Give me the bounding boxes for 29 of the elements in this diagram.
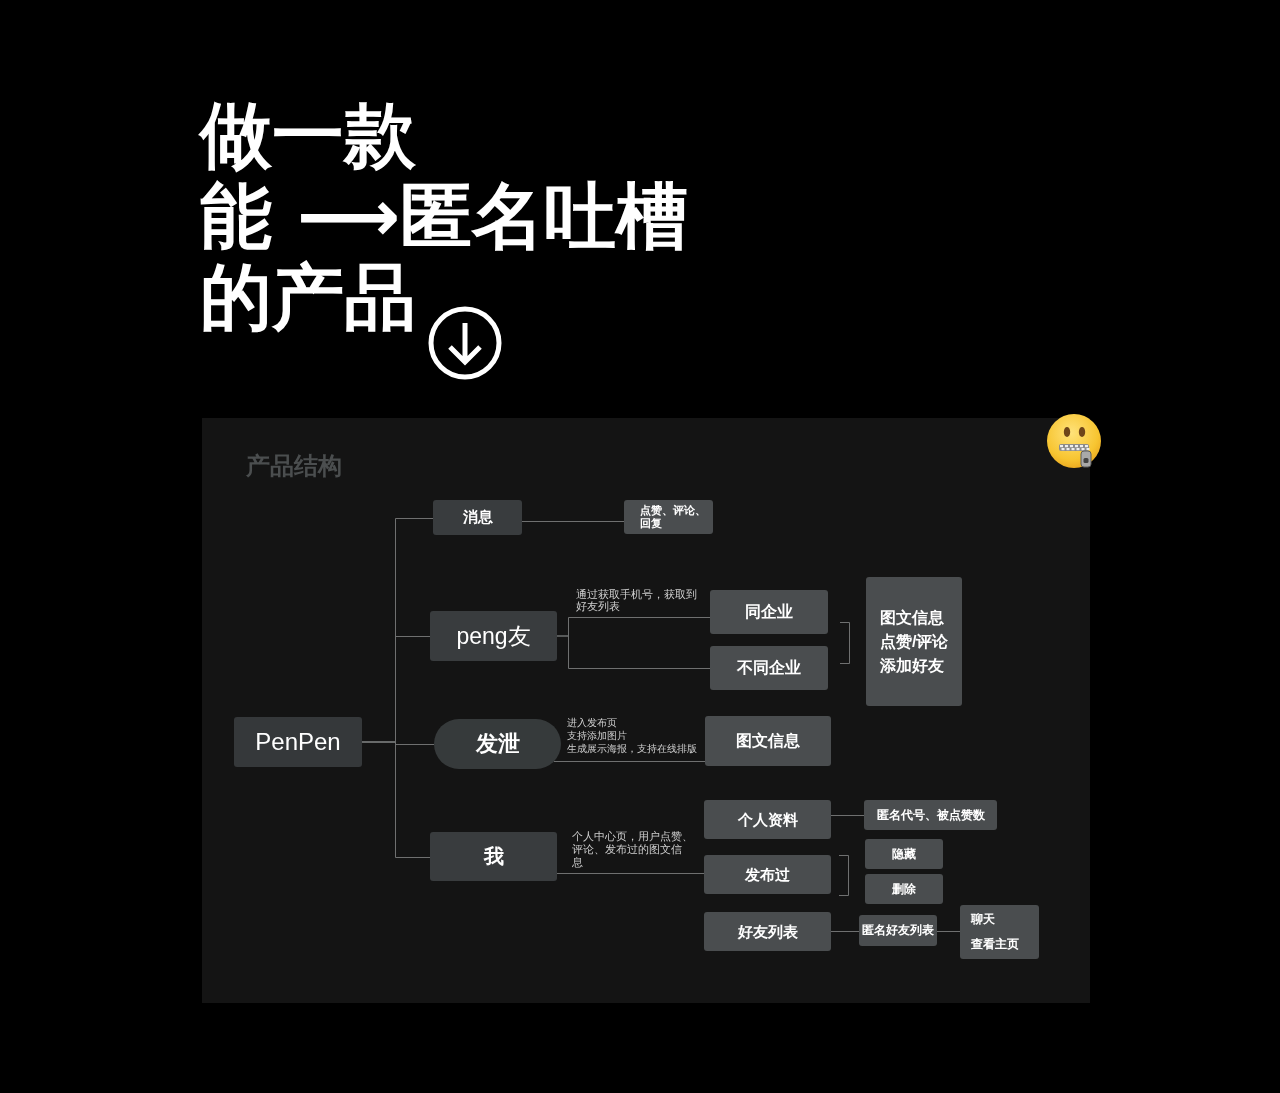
connector-line (553, 761, 706, 762)
feature-box: 隐藏 (865, 839, 943, 869)
category-box: peng友 (430, 611, 557, 661)
feature-box: 删除 (865, 874, 943, 904)
feature-box: 匿名代号、被点赞数 (864, 800, 997, 830)
connector-line (936, 931, 961, 932)
feature-box: 发布过 (704, 855, 831, 894)
pill-box: 发泄 (434, 719, 561, 769)
edge-label: 通过获取手机号，获取到好友列表 (576, 589, 698, 612)
feature-box: 图文信息 (705, 716, 831, 766)
category-box: 消息 (433, 500, 522, 535)
feature-box: 聊天 查看主页 (960, 905, 1039, 959)
root-box: PenPen (234, 717, 362, 767)
feature-box: 同企业 (710, 590, 828, 634)
connector-line (830, 931, 860, 932)
panel-heading: 产品结构 (246, 452, 342, 481)
feature-box: 不同企业 (710, 646, 828, 690)
connector-line (556, 635, 711, 669)
title-text: 做一款能 ⟶匿名吐槽的产品 (200, 95, 690, 338)
feature-box: 个人资料 (704, 800, 831, 839)
feature-box: 图文信息 点赞/评论 添加好友 (866, 577, 962, 706)
connector-line (521, 521, 625, 522)
category-box: 我 (430, 832, 557, 881)
feature-box: 好友列表 (704, 912, 831, 951)
connector-line (361, 741, 431, 858)
feature-box: 匿名好友列表 (859, 915, 937, 946)
connector-line (556, 873, 705, 874)
connector-line (830, 815, 865, 816)
feature-box: 点赞、评论、回复 (624, 500, 713, 534)
